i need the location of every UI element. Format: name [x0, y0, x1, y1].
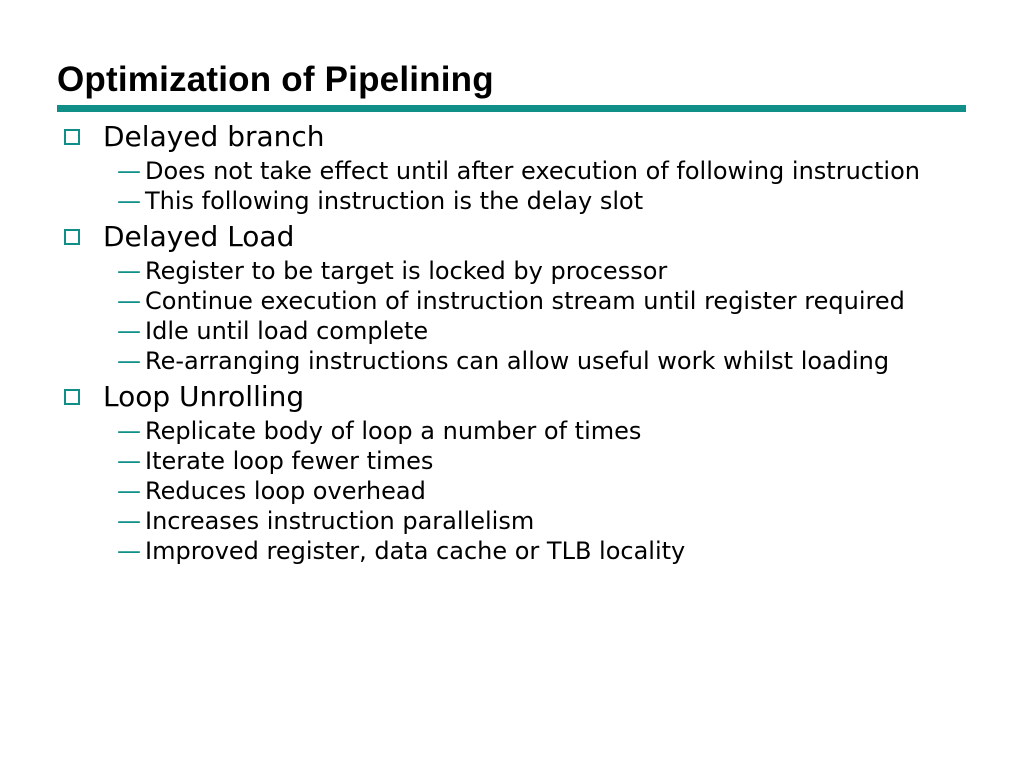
em-dash-icon: — [117, 477, 141, 505]
sub-bullet-list: — Register to be target is locked by pro… [62, 258, 962, 375]
em-dash-icon: — [117, 447, 141, 475]
sub-bullet-text: Iterate loop fewer times [145, 447, 434, 475]
sub-bullet: — Register to be target is locked by pro… [62, 258, 962, 285]
em-dash-icon: — [117, 417, 141, 445]
sub-bullet-text: Re-arranging instructions can allow usef… [145, 347, 890, 375]
em-dash-icon: — [117, 257, 141, 285]
sub-bullet-text: Does not take effect until after executi… [145, 157, 920, 185]
sub-bullet: — Improved register, data cache or TLB l… [62, 538, 962, 565]
sub-bullet-text: Idle until load complete [145, 317, 429, 345]
slide-content: Delayed branch — Does not take effect un… [62, 119, 962, 569]
bullet-heading: Delayed branch [62, 119, 962, 155]
section-delayed-load: Delayed Load — Register to be target is … [62, 219, 962, 375]
em-dash-icon: — [117, 157, 141, 185]
em-dash-icon: — [117, 507, 141, 535]
section-delayed-branch: Delayed branch — Does not take effect un… [62, 119, 962, 215]
title-underline [57, 105, 966, 112]
sub-bullet-text: Increases instruction parallelism [145, 507, 535, 535]
sub-bullet-text: Reduces loop overhead [145, 477, 426, 505]
sub-bullet-text: Improved register, data cache or TLB loc… [145, 537, 686, 565]
sub-bullet-text: Continue execution of instruction stream… [145, 287, 905, 315]
em-dash-icon: — [117, 537, 141, 565]
sub-bullet: — Replicate body of loop a number of tim… [62, 418, 962, 445]
slide-title: Optimization of Pipelining [57, 60, 494, 99]
em-dash-icon: — [117, 287, 141, 315]
bullet-heading: Loop Unrolling [62, 379, 962, 415]
em-dash-icon: — [117, 187, 141, 215]
bullet-heading-text: Delayed branch [103, 120, 325, 153]
em-dash-icon: — [117, 347, 141, 375]
sub-bullet-text: Replicate body of loop a number of times [145, 417, 642, 445]
sub-bullet-text: This following instruction is the delay … [145, 187, 644, 215]
section-loop-unrolling: Loop Unrolling — Replicate body of loop … [62, 379, 962, 565]
bullet-heading: Delayed Load [62, 219, 962, 255]
sub-bullet: — Idle until load complete [62, 318, 962, 345]
sub-bullet-list: — Does not take effect until after execu… [62, 158, 962, 215]
sub-bullet-text: Register to be target is locked by proce… [145, 257, 668, 285]
sub-bullet: — Reduces loop overhead [62, 478, 962, 505]
sub-bullet: — Increases instruction parallelism [62, 508, 962, 535]
sub-bullet: — Re-arranging instructions can allow us… [62, 348, 962, 375]
sub-bullet-list: — Replicate body of loop a number of tim… [62, 418, 962, 565]
sub-bullet: — Iterate loop fewer times [62, 448, 962, 475]
bullet-heading-text: Delayed Load [103, 220, 295, 253]
em-dash-icon: — [117, 317, 141, 345]
sub-bullet: — Continue execution of instruction stre… [62, 288, 962, 315]
sub-bullet: — This following instruction is the dela… [62, 188, 962, 215]
bullet-heading-text: Loop Unrolling [103, 380, 305, 413]
sub-bullet: — Does not take effect until after execu… [62, 158, 962, 185]
checkbox-icon [62, 119, 86, 155]
checkbox-icon [62, 379, 86, 415]
checkbox-icon [62, 219, 86, 255]
